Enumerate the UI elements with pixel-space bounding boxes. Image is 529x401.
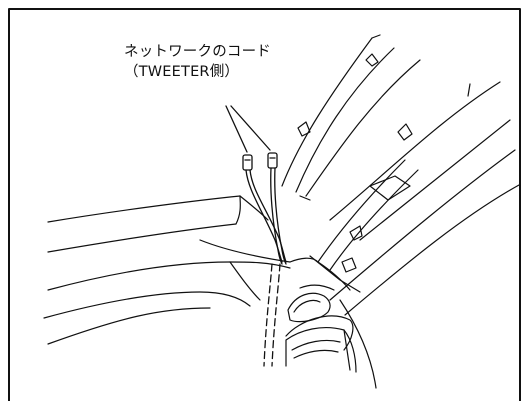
callout-line-2: （TWEETER側） <box>124 64 240 80</box>
dash-right-edge <box>229 261 377 389</box>
windshield-lines <box>329 81 520 316</box>
network-cord-callout: ネットワークのコード （TWEETER側） <box>124 42 271 82</box>
callout-leader-lines <box>225 105 271 153</box>
figure-border <box>8 8 521 401</box>
air-vent <box>285 292 357 373</box>
wire-harness <box>242 152 287 367</box>
pillar-trim <box>309 159 419 293</box>
a-pillar <box>281 34 421 201</box>
dashboard-panel <box>43 195 319 345</box>
callout-line-1: ネットワークのコード <box>124 44 271 60</box>
